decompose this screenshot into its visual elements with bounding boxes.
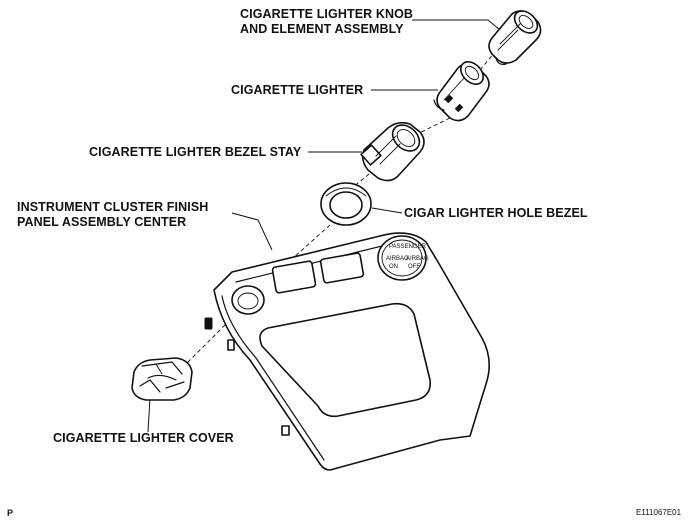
panel-text-passenger: PASSENGER xyxy=(389,244,426,250)
cluster-panel-part xyxy=(204,232,490,471)
hole-bezel-part xyxy=(320,182,372,226)
panel-text-airbag: AIRBAG xyxy=(386,256,409,262)
footer-p-mark: P xyxy=(7,508,14,518)
leader-hole-bezel xyxy=(371,207,403,214)
label-cluster-line2: PANEL ASSEMBLY CENTER xyxy=(17,215,187,229)
label-bezel-stay: CIGARETTE LIGHTER BEZEL STAY xyxy=(89,145,302,159)
label-lighter-cover: CIGARETTE LIGHTER COVER xyxy=(53,431,234,445)
panel-text-off: OFF xyxy=(408,264,420,270)
panel-text-on: ON xyxy=(389,264,398,270)
lighter-cover-part xyxy=(131,357,193,401)
leader-cluster-panel xyxy=(231,212,273,251)
cigarette-lighter-part xyxy=(433,61,490,122)
lighter-knob-part xyxy=(488,10,542,65)
label-hole-bezel: CIGAR LIGHTER HOLE BEZEL xyxy=(404,206,588,220)
leader-knob xyxy=(412,19,501,31)
label-knob-line1: CIGARETTE LIGHTER KNOB xyxy=(240,7,414,21)
label-cluster-line1: INSTRUMENT CLUSTER FINISH xyxy=(17,200,209,214)
label-knob-line2: AND ELEMENT ASSEMBLY xyxy=(240,22,404,36)
leader-lines xyxy=(147,19,501,433)
panel-text-airbag-2: AIRBAG xyxy=(406,256,429,262)
footer-figure-id: E111067E01 xyxy=(636,508,682,517)
bezel-stay-part xyxy=(360,121,425,182)
leader-cover xyxy=(147,397,151,433)
label-cigarette-lighter: CIGARETTE LIGHTER xyxy=(231,83,364,97)
